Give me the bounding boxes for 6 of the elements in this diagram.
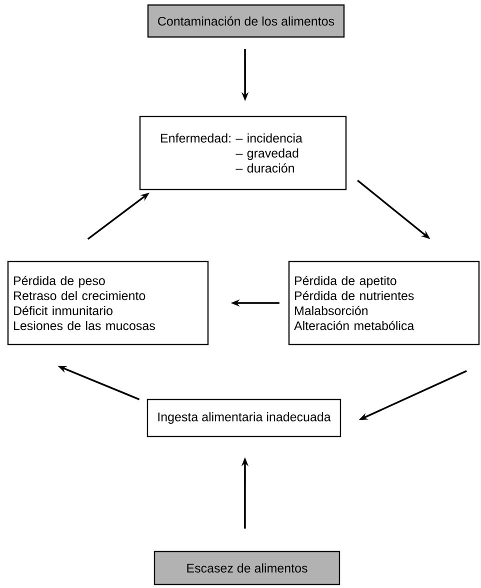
title-banner: Contaminación de los alimentos [147, 4, 345, 38]
text-box: Enfermedad: – incidencia – gravedad – duración [139, 116, 347, 190]
title-banner: Escasez de alimentos [154, 550, 340, 586]
text-box: Pérdida de apetito Pérdida de nutrientes Malabsorción Alteración metabólica [288, 260, 480, 346]
text-box: Pérdida de peso Retraso del crecimiento Déficit inmunitario Lesiones de las mucosas [7, 260, 209, 346]
text-box: Ingesta alimentaria inadecuada [146, 398, 342, 438]
